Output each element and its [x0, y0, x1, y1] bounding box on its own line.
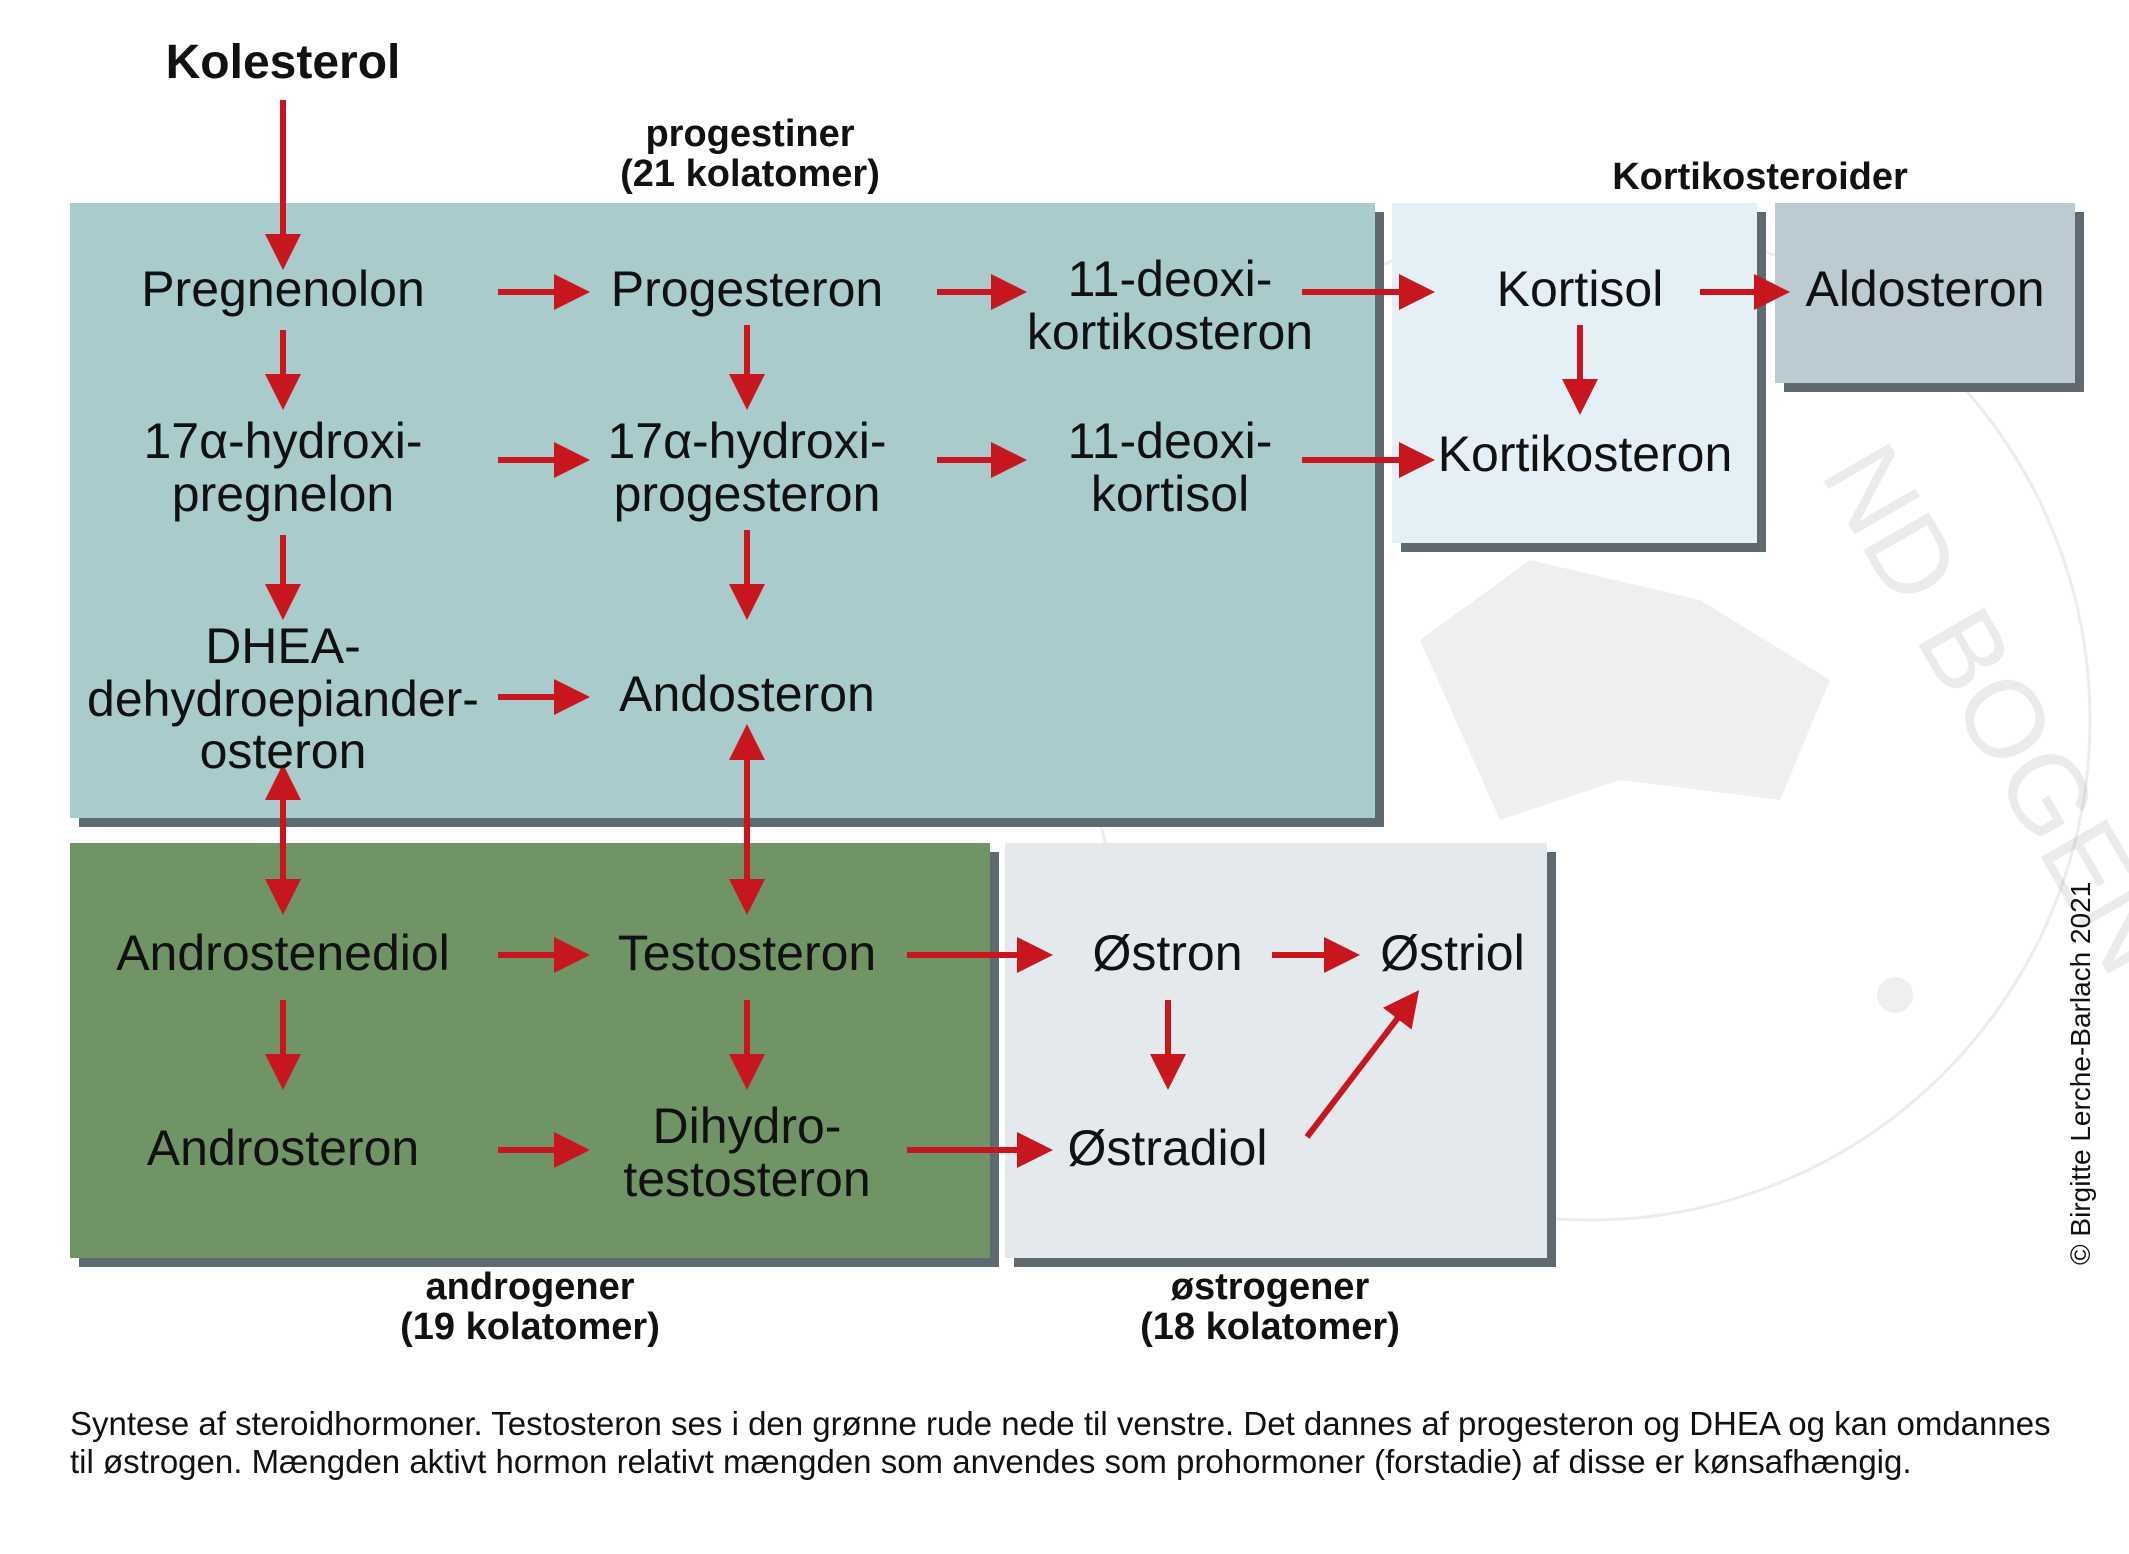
androgener-panel	[70, 843, 990, 1258]
figure-caption: Syntese af steroidhormoner. Testosteron …	[70, 1405, 2051, 1480]
progestiner-name: progestiner	[645, 113, 855, 155]
progestiner-panel	[70, 203, 1375, 818]
node-dhea-line1: DHEA-	[205, 618, 361, 674]
copyright-text: © Birgitte Lerche-Barlach 2021	[2065, 881, 2096, 1265]
node-11-deoxikortikosteron-line1: 11-deoxi-	[1067, 251, 1273, 307]
node-dihydrotestosteron-line2: testosteron	[623, 1150, 871, 1207]
ostrogener-panel	[1005, 843, 1547, 1258]
node-pregnenolon: Pregnenolon	[141, 261, 425, 317]
ostrogener-atoms: (18 kolatomer)	[1140, 1305, 1400, 1348]
ostrogener-heading: østrogener (18 kolatomer)	[1080, 1266, 1460, 1348]
node-11-deoxikortisol: 11-deoxi- kortisol	[1000, 415, 1340, 520]
node-dihydrotestosteron: Dihydro- testosteron	[547, 1100, 947, 1205]
node-ostron: Østron	[1092, 925, 1243, 981]
progestiner-heading: progestiner (21 kolatomer)	[560, 113, 940, 195]
androgener-atoms: (19 kolatomer)	[400, 1305, 660, 1348]
node-andosteron: Andosteron	[619, 666, 875, 722]
progestiner-atoms: (21 kolatomer)	[620, 152, 880, 195]
node-17a-hydroxipregnelon: 17α-hydroxi- pregnelon	[83, 415, 483, 520]
node-dhea: DHEA- dehydroepiander- osteron	[63, 620, 503, 778]
ostrogener-name: østrogener	[1170, 1266, 1370, 1308]
node-kortikosteron: Kortikosteron	[1437, 426, 1733, 482]
node-17a-hydroxiprogesteron: 17α-hydroxi- progesteron	[547, 415, 947, 520]
node-17a-hydroxipregnelon-line2: pregnelon	[171, 465, 395, 522]
node-dhea-line2: dehydroepiander-	[87, 670, 479, 727]
node-testosteron: Testosteron	[617, 925, 877, 981]
node-progesteron: Progesteron	[610, 261, 884, 317]
node-11-deoxikortisol-line1: 11-deoxi-	[1067, 413, 1273, 469]
kortikosteroider-panel	[1392, 203, 1757, 543]
node-17a-hydroxiprogesteron-line2: progesteron	[613, 465, 881, 522]
node-17a-hydroxiprogesteron-line1: 17α-hydroxi-	[607, 413, 887, 469]
node-11-deoxikortikosteron: 11-deoxi- kortikosteron	[1000, 253, 1340, 358]
node-17a-hydroxipregnelon-line1: 17α-hydroxi-	[143, 413, 423, 469]
node-androstenediol: Androstenediol	[116, 925, 450, 981]
node-ostradiol: Østradiol	[1067, 1120, 1268, 1176]
arrow-ostradiol-ostriol	[1304, 990, 1420, 1139]
node-aldosteron: Aldosteron	[1805, 261, 2045, 317]
node-dihydrotestosteron-line1: Dihydro-	[652, 1098, 842, 1154]
node-dhea-line3: osteron	[199, 723, 367, 779]
androgener-heading: androgener (19 kolatomer)	[340, 1266, 720, 1348]
node-11-deoxikortikosteron-line2: kortikosteron	[1026, 303, 1314, 360]
node-11-deoxikortisol-line2: kortisol	[1090, 465, 1250, 522]
androgener-name: androgener	[425, 1266, 635, 1308]
node-kortisol: Kortisol	[1496, 261, 1664, 317]
kolesterol-title: Kolesterol	[165, 36, 401, 89]
node-ostriol: Østriol	[1380, 925, 1525, 981]
kortikosteroider-heading: Kortikosteroider	[1612, 156, 1908, 198]
node-androsteron: Androsteron	[146, 1120, 420, 1176]
aldosteron-panel	[1775, 203, 2075, 383]
